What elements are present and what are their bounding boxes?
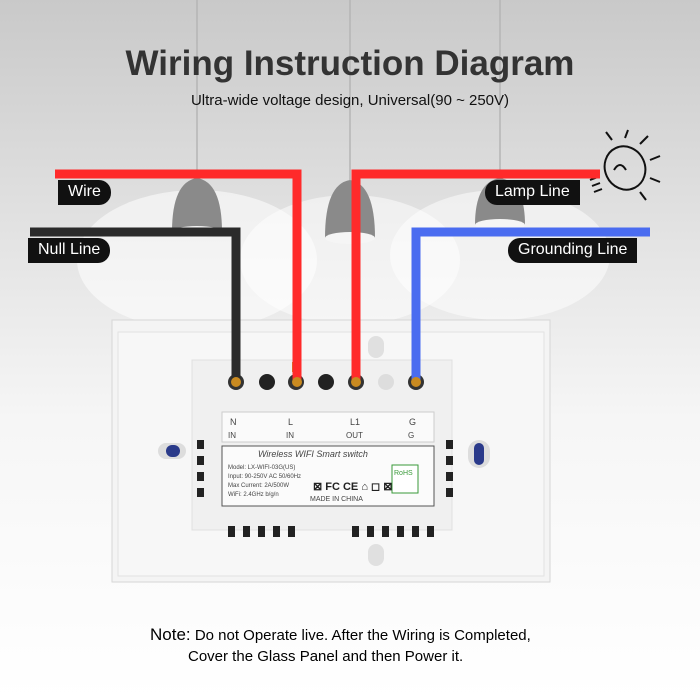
note-line-2: Cover the Glass Panel and then Power it. — [188, 648, 464, 665]
wire-ground — [411, 227, 650, 380]
label-lamp-line: Lamp Line — [485, 180, 580, 205]
terminal-name-g: G — [408, 431, 415, 440]
note-heading: Note: — [150, 625, 191, 644]
sticker-current: Max Current: 2A/500W — [228, 483, 290, 489]
pendant-lamp-left — [77, 178, 317, 330]
sticker-input: Input: 90-250V AC 50/60Hz — [228, 474, 302, 480]
certification-icons: ⊠ FC CE ⌂ ◻ ⊠ — [313, 481, 393, 493]
sticker-made-in: MADE IN CHINA — [310, 496, 363, 503]
note-line-1: Do not Operate live. After the Wiring is… — [194, 627, 531, 644]
terminal-symbol-l: L — [288, 417, 294, 427]
terminal-symbol-l1: L1 — [350, 417, 361, 427]
wire-lamp-out — [351, 169, 600, 380]
note-block: Note: Do not Operate live. After the Wir… — [150, 624, 670, 667]
label-null-line: Null Line — [28, 238, 111, 263]
sticker-wifi: WiFi: 2.4GHz b/g/n — [228, 492, 279, 498]
switch-back-panel — [111, 319, 551, 583]
sticker-model: Model: LX-WIFI-03G(US) — [228, 465, 296, 471]
terminal-symbol-n: N — [230, 417, 237, 427]
sticker-heading: Wireless WIFI Smart switch — [258, 449, 368, 459]
label-wire: Wire — [58, 180, 111, 205]
terminal-name-l1: OUT — [346, 431, 363, 440]
terminal-symbol-g: G — [409, 417, 417, 427]
wire-live-in — [55, 169, 302, 380]
page-subtitle: Ultra-wide voltage design, Universal(90 … — [190, 92, 510, 109]
rohs-badge: RoHS — [394, 470, 413, 477]
label-grounding-line: Grounding Line — [508, 238, 638, 263]
light-bulb-icon — [589, 129, 661, 201]
terminal-name-n: IN — [228, 431, 236, 440]
terminal-name-l: IN — [286, 431, 294, 440]
wire-neutral — [30, 227, 241, 380]
page-title: Wiring Instruction Diagram — [125, 44, 575, 83]
